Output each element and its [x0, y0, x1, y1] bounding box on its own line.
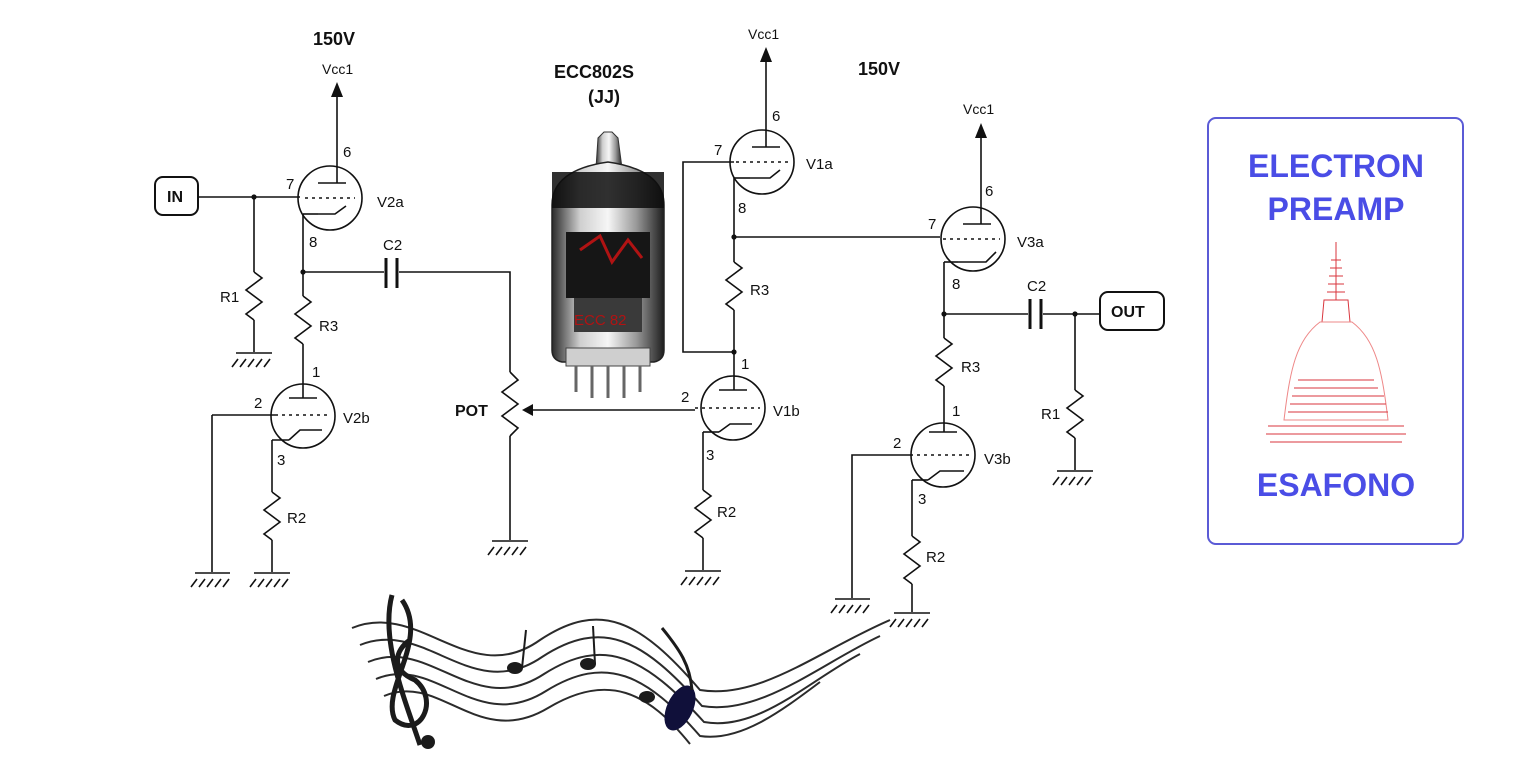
v2b-grid-pin: 2: [254, 395, 262, 412]
v3b-grid-pin: 2: [893, 435, 901, 452]
v2b-label: V2b: [343, 410, 370, 427]
v2a-label: V2a: [377, 194, 404, 211]
resistor-r1-right: [1065, 314, 1085, 470]
logo-panel: [1207, 117, 1464, 545]
input-terminal: [154, 176, 199, 216]
r1-left-label: R1: [220, 289, 239, 306]
tube-v1a: [729, 129, 795, 195]
capacitor-c2-left: [384, 258, 399, 288]
c2-left-label: C2: [383, 237, 402, 254]
r1-right-label: R1: [1041, 406, 1060, 423]
ground-r2-left: [249, 572, 290, 588]
tube-v1b: [695, 375, 766, 441]
tube-v2b: [212, 383, 336, 449]
tube-v2a: [297, 165, 363, 231]
tube-v3a: [940, 206, 1006, 272]
resistor-r2-left: [262, 440, 282, 572]
tube-print: ECC 82: [574, 312, 627, 329]
v3a-label: V3a: [1017, 234, 1044, 251]
v1b-plate-pin: 1: [741, 356, 749, 373]
ground-v3b-grid: [830, 598, 870, 614]
resistor-r2-mid: [693, 432, 713, 570]
resistor-r3-left: [293, 295, 313, 398]
v1a-plate-pin: 6: [772, 108, 780, 125]
v2b-plate-pin: 1: [312, 364, 320, 381]
v2a-cathode-pin: 8: [309, 234, 317, 251]
v1b-label: V1b: [773, 403, 800, 420]
c2-right-label: C2: [1027, 278, 1046, 295]
r2-right-label: R2: [926, 549, 945, 566]
stupa-image: [1266, 242, 1406, 443]
v1a-label: V1a: [806, 156, 833, 173]
resistor-r2-right: [902, 480, 922, 612]
ecc82-tube-image: [551, 131, 665, 398]
r2-mid-label: R2: [717, 504, 736, 521]
logo-line2: PREAMP: [1268, 191, 1405, 227]
output-terminal-label: OUT: [1111, 304, 1145, 321]
v3a-cathode-pin: 8: [952, 276, 960, 293]
v1a-grid-pin: 7: [714, 142, 722, 159]
music-staff-decoration: [351, 594, 891, 749]
right-vcc1-arrow: [975, 123, 987, 208]
v3b-label: V3b: [984, 451, 1011, 468]
ground-pot: [487, 540, 528, 556]
left-vcc1-label: Vcc1: [322, 61, 353, 77]
tube-maker: (JJ): [588, 87, 620, 107]
v3a-plate-pin: 6: [985, 183, 993, 200]
middle-vcc1-label: Vcc1: [748, 26, 779, 42]
right-supply-voltage: 150V: [858, 59, 900, 79]
logo-line3: ESAFONO: [1257, 467, 1415, 503]
v2b-cathode-pin: 3: [277, 452, 285, 469]
logo-line1: ELECTRON: [1248, 148, 1424, 184]
resistor-r3-mid: [724, 261, 744, 390]
ground-r1-left: [231, 352, 272, 368]
v3b-cathode-pin: 3: [918, 491, 926, 508]
v3a-grid-pin: 7: [928, 216, 936, 233]
capacitor-c2-right: [1028, 299, 1043, 329]
input-terminal-label: IN: [167, 189, 183, 206]
tube-v3b: [910, 422, 976, 488]
middle-vcc1-arrow: [760, 47, 772, 130]
v2a-grid-pin: 7: [286, 176, 294, 193]
ground-r2-mid: [680, 570, 721, 586]
resistor-r3-right: [934, 337, 954, 432]
right-vcc1-label: Vcc1: [963, 101, 994, 117]
output-terminal: [1099, 291, 1165, 331]
tube-model: ECC802S: [554, 62, 634, 82]
left-supply-voltage: 150V: [313, 29, 355, 49]
resistor-r1-left: [244, 197, 264, 352]
r3-left-label: R3: [319, 318, 338, 335]
ground-r1-right: [1052, 470, 1093, 486]
v1b-grid-pin: 2: [681, 389, 689, 406]
ground-v2b-grid: [190, 572, 230, 588]
v3b-plate-pin: 1: [952, 403, 960, 420]
v1b-cathode-pin: 3: [706, 447, 714, 464]
r2-left-label: R2: [287, 510, 306, 527]
ground-r2-right: [889, 612, 930, 628]
r3-mid-label: R3: [750, 282, 769, 299]
pot-label: POT: [455, 403, 488, 420]
v1a-cathode-pin: 8: [738, 200, 746, 217]
v2a-plate-pin: 6: [343, 144, 351, 161]
potentiometer: [500, 371, 695, 540]
left-vcc1-arrow: [331, 82, 343, 165]
r3-right-label: R3: [961, 359, 980, 376]
